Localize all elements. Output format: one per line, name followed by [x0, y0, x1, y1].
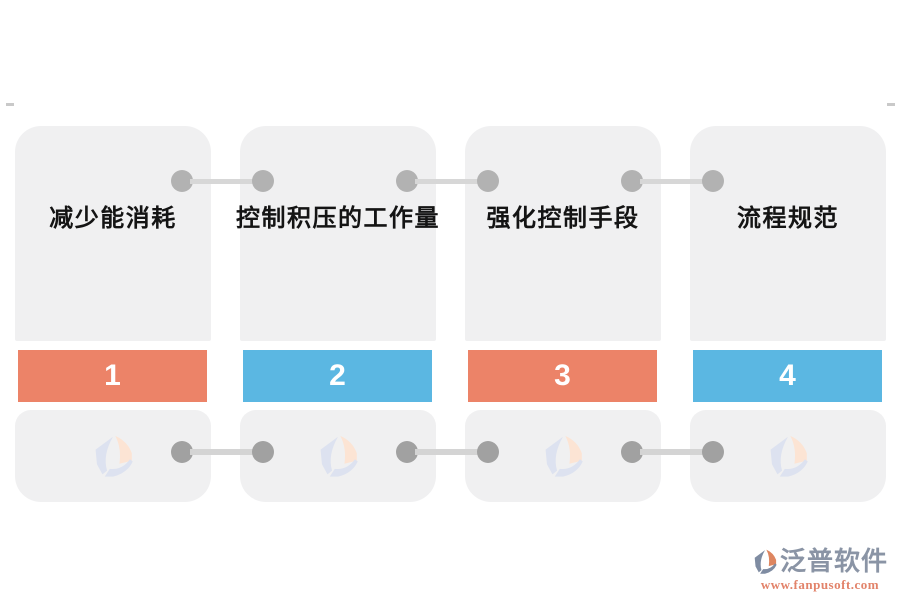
brand-name: 泛普软件: [779, 546, 888, 576]
step-card-2: 控制积压的工作量: [236, 126, 439, 341]
step-number-1: 1: [104, 359, 121, 392]
step-number-bar-2: 2: [243, 350, 432, 402]
step-label-1: 减少能消耗: [49, 205, 177, 232]
step-number-bar-4: 4: [693, 350, 882, 402]
connector-bottom-1: [171, 441, 274, 463]
connector-dot: [396, 170, 418, 192]
connector-dot: [702, 170, 724, 192]
step-number-2: 2: [329, 359, 346, 392]
connector-top-2: [396, 170, 499, 192]
connector-dot: [702, 441, 724, 463]
connector-bottom-3: [621, 441, 724, 463]
step-label-2: 控制积压的工作量: [236, 205, 440, 232]
watermark-logo-icon: [770, 435, 808, 477]
connector-dot: [252, 170, 274, 192]
connector-line: [190, 178, 255, 184]
connector-line: [190, 449, 255, 455]
connector-dot: [396, 441, 418, 463]
connector-dot: [477, 441, 499, 463]
connector-top-1: [171, 170, 274, 192]
connector-dot: [171, 170, 193, 192]
step-number-3: 3: [554, 359, 571, 392]
step-number-bar-3: 3: [468, 350, 657, 402]
connector-line: [640, 178, 705, 184]
connector-dot: [171, 441, 193, 463]
watermark-logo-icon: [320, 435, 358, 477]
brand-url: www.fanpusoft.com: [760, 577, 880, 592]
connector-dot: [621, 170, 643, 192]
connector-line: [415, 449, 480, 455]
step-column-1: 减少能消耗 1: [15, 126, 211, 502]
connector-top-3: [621, 170, 724, 192]
step-label-3: 强化控制手段: [486, 205, 640, 232]
watermark-logo-icon: [545, 435, 583, 477]
step-card-3: 强化控制手段: [465, 126, 661, 341]
step-number-bar-1: 1: [18, 350, 207, 402]
step-column-4: 流程规范 4: [690, 126, 886, 502]
fanpu-logo-icon: [754, 549, 777, 574]
connector-line: [415, 178, 480, 184]
connector-dot: [477, 170, 499, 192]
connector-line: [640, 449, 705, 455]
step-label-4: 流程规范: [737, 205, 839, 232]
connector-dot: [621, 441, 643, 463]
watermark-logo-icon: [95, 435, 133, 477]
brand-block: 泛普软件 www.fanpusoft.com: [752, 547, 888, 593]
step-card-4: 流程规范: [690, 126, 886, 341]
connector-bottom-2: [396, 441, 499, 463]
step-card-1: 减少能消耗: [15, 126, 211, 341]
connector-dot: [252, 441, 274, 463]
edge-crop-mark-right: [887, 103, 895, 106]
step-number-4: 4: [779, 359, 796, 392]
edge-crop-mark-left: [6, 103, 14, 106]
